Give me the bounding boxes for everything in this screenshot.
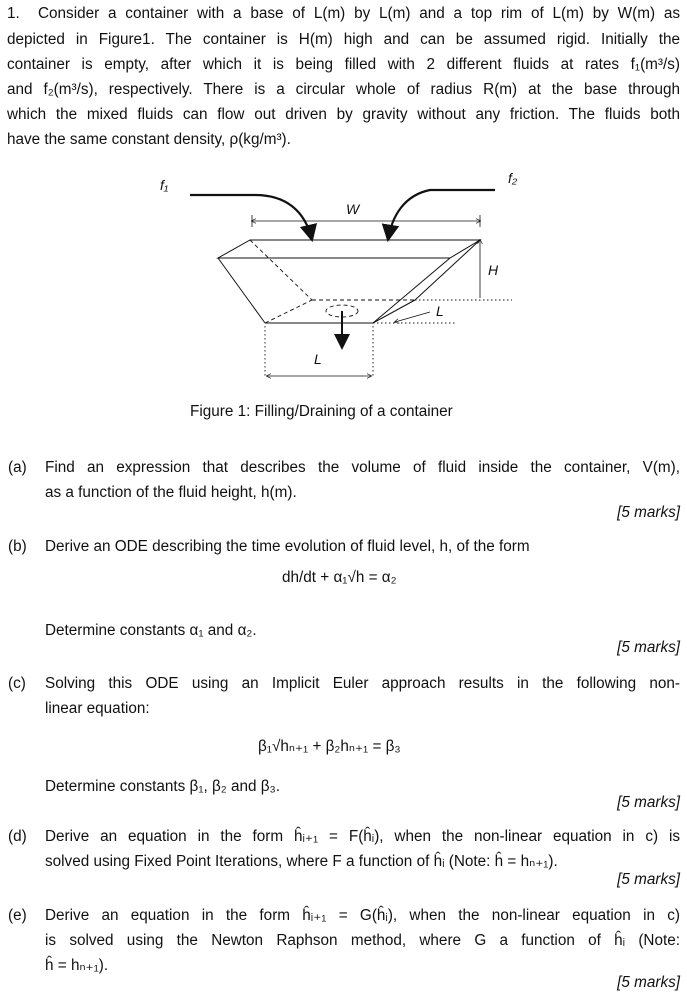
f1-inflow-arrow (190, 193, 318, 243)
part-a-marks: [5 marks] (617, 504, 680, 521)
label-l-bottom: L (314, 351, 322, 367)
part-a-line-1: Find an expression that describes the vo… (45, 459, 680, 476)
part-e-marks: [5 marks] (617, 974, 680, 991)
intro-line-3: container is empty, after which it is be… (7, 56, 680, 73)
part-c-line-2: linear equation: (45, 700, 150, 717)
intro-line-5: which the mixed fluids can flow out driv… (7, 106, 680, 123)
guide-lines (264, 299, 512, 378)
intro-line-6: have the same constant density, ρ(kg/m³)… (7, 131, 291, 148)
problem-number: 1. (7, 5, 20, 22)
container-figure (190, 188, 512, 390)
intro-line-2: depicted in Figure1. The container is H(… (7, 31, 680, 48)
label-f1: f₁ (160, 177, 169, 193)
part-b-after: Determine constants α₁ and α₂. (45, 622, 257, 639)
part-d-line-2: solved using Fixed Point Iterations, whe… (45, 853, 558, 870)
part-e-label: (e) (8, 907, 27, 924)
part-c-line-1: Solving this ODE using an Implicit Euler… (45, 675, 680, 692)
label-h: H (488, 262, 499, 278)
part-d-label: (d) (8, 828, 27, 845)
hidden-edges (249, 239, 415, 324)
part-e-line-1: Derive an equation in the form ĥᵢ₊₁ = G(… (45, 907, 680, 924)
part-c-after: Determine constants β₁, β₂ and β₃. (45, 778, 281, 795)
part-a-label: (a) (8, 459, 27, 476)
part-b-marks: [5 marks] (617, 639, 680, 656)
part-b-equation: dh/dt + α₁√h = α₂ (282, 569, 397, 586)
part-e-line-2: is solved using the Newton Raphson metho… (45, 932, 680, 949)
label-l-right: L (436, 303, 444, 319)
part-a-line-2: as a function of the fluid height, h(m). (45, 484, 297, 501)
part-d-marks: [5 marks] (617, 871, 680, 888)
part-c-label: (c) (8, 675, 26, 692)
part-c-marks: [5 marks] (617, 794, 680, 811)
part-b-label: (b) (8, 538, 27, 555)
container-outline (216, 239, 482, 324)
l-right-pointer (395, 311, 431, 322)
intro-line-1: Consider a container with a base of L(m)… (38, 5, 680, 22)
label-w: W (346, 201, 360, 217)
part-b-line-1: Derive an ODE describing the time evolut… (45, 538, 530, 555)
part-c-equation: β₁√hₙ₊₁ + β₂hₙ₊₁ = β₃ (258, 738, 401, 755)
label-f2: f₂ (508, 170, 518, 186)
part-d-line-1: Derive an equation in the form ĥᵢ₊₁ = F(… (45, 828, 680, 845)
figure-caption: Figure 1: Filling/Draining of a containe… (190, 403, 453, 420)
part-e-line-3: ĥ = hₙ₊₁). (45, 957, 109, 974)
f2-inflow-arrow (381, 188, 495, 243)
intro-line-4: and f₂(m³/s), respectively. There is a c… (7, 81, 680, 98)
